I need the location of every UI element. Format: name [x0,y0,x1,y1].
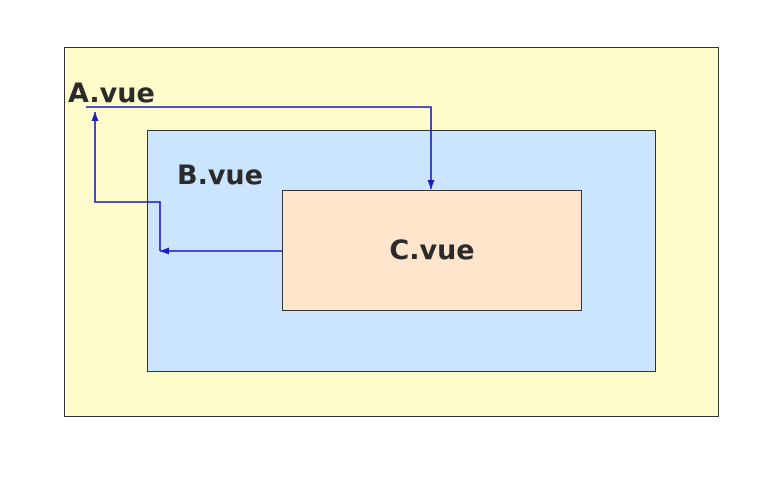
component-a-label: A.vue [68,78,155,109]
component-b-label: B.vue [177,160,263,191]
component-c-label: C.vue [389,235,475,266]
component-c-box [282,190,582,311]
